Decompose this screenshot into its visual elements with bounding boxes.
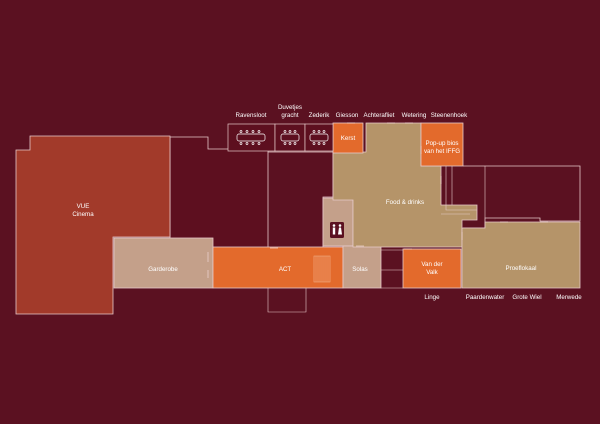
label-popup-line1: Pop-up bios — [425, 140, 458, 147]
food-inner-walls — [441, 166, 477, 215]
door-markers — [207, 122, 548, 278]
label-paardenwater: Paardenwater — [466, 294, 505, 301]
label-steenenhoek: Steenenhoek — [431, 112, 468, 119]
label-food-drinks: Food & drinks — [386, 199, 424, 206]
label-wetering: Wetering — [402, 112, 427, 119]
stairs-icon — [313, 255, 331, 283]
passage — [381, 249, 403, 289]
room-food-drinks[interactable] — [332, 122, 478, 248]
label-act: ACT — [279, 266, 292, 273]
table-icon — [236, 130, 329, 145]
label-giesson: Giesson — [336, 112, 359, 119]
room-vue-cinema[interactable] — [15, 135, 171, 315]
room-ravensloot[interactable] — [227, 123, 276, 152]
room-popup-bios[interactable] — [420, 122, 464, 167]
room-duvetjesgracht[interactable] — [274, 123, 306, 152]
room-right-hall — [463, 165, 581, 229]
room-dark-hall — [169, 136, 269, 253]
label-duvetjes-line2: gracht — [281, 112, 298, 119]
meeting-rooms — [227, 123, 334, 152]
label-proeflokaal: Proeflokaal — [506, 265, 537, 272]
room-garderobe[interactable] — [113, 237, 214, 289]
label-garderobe: Garderobe — [148, 266, 178, 273]
label-vandervalk-line1: Van der — [421, 261, 442, 268]
label-solas: Solas — [352, 266, 367, 273]
label-vue-line2: Cinema — [72, 211, 94, 218]
label-vue-line1: VUE — [77, 203, 90, 210]
room-zederik[interactable] — [304, 123, 334, 152]
room-act[interactable] — [212, 246, 344, 289]
room-proeflokaal[interactable] — [461, 221, 581, 289]
toilet-icon — [330, 222, 344, 238]
room-act-annex — [267, 288, 307, 313]
label-popup-line2: van het IFFG — [424, 148, 460, 155]
label-merwede: Merwede — [556, 294, 582, 301]
label-vandervalk-line2: Valk — [426, 269, 438, 276]
label-grote-wiel: Grote Wiel — [512, 294, 541, 301]
label-achterafliet: Achterafliet — [364, 112, 395, 119]
room-solas[interactable] — [342, 245, 382, 289]
label-ravensloot: Ravensloot — [236, 112, 267, 119]
label-zederik: Zederik — [309, 112, 331, 119]
label-kerst: Kerst — [341, 135, 356, 142]
room-van-der-valk[interactable] — [402, 248, 462, 289]
label-linge: Linge — [424, 294, 440, 301]
label-duvetjes-line1: Duvetjes — [278, 104, 302, 111]
